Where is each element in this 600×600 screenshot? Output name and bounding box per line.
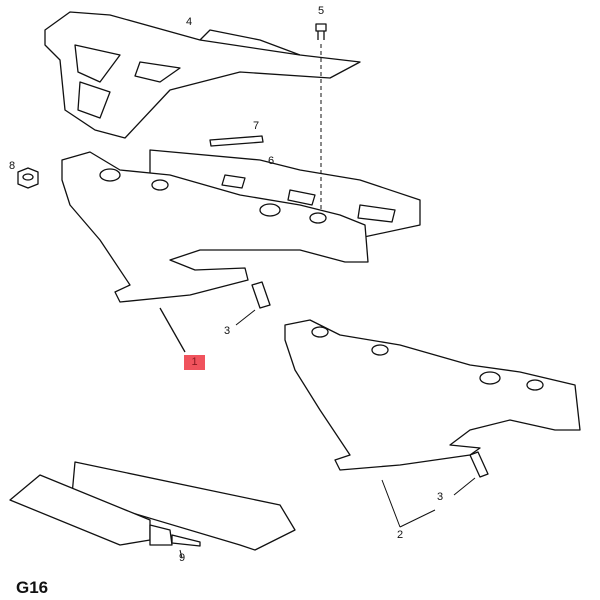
manifold-lower-part (284, 319, 581, 471)
callout-1-highlighted[interactable]: 1 (184, 355, 205, 370)
nut-part (17, 167, 39, 189)
callout-6[interactable]: 6 (268, 155, 275, 167)
leader-line-2 (381, 479, 436, 528)
heat-shield-part (44, 11, 361, 139)
leader-line-3b (453, 477, 476, 496)
bolt-part (315, 23, 327, 210)
callout-4[interactable]: 4 (186, 16, 193, 28)
leader-line-1 (159, 307, 186, 353)
manifold-upper-part (61, 151, 369, 303)
callout-8[interactable]: 8 (9, 160, 16, 172)
stud-3b-part (469, 451, 489, 478)
callout-3a[interactable]: 3 (224, 325, 231, 337)
stud-part (209, 135, 264, 147)
callout-3b[interactable]: 3 (437, 491, 444, 503)
callout-7[interactable]: 7 (253, 120, 260, 132)
sealant-tube-part (9, 461, 296, 559)
callout-9[interactable]: 9 (179, 552, 186, 564)
diagram-code: G16 (16, 578, 49, 597)
stud-3a-part (251, 281, 271, 309)
callout-2[interactable]: 2 (397, 529, 404, 541)
leader-line-3a (235, 309, 256, 326)
callout-5[interactable]: 5 (318, 5, 325, 17)
